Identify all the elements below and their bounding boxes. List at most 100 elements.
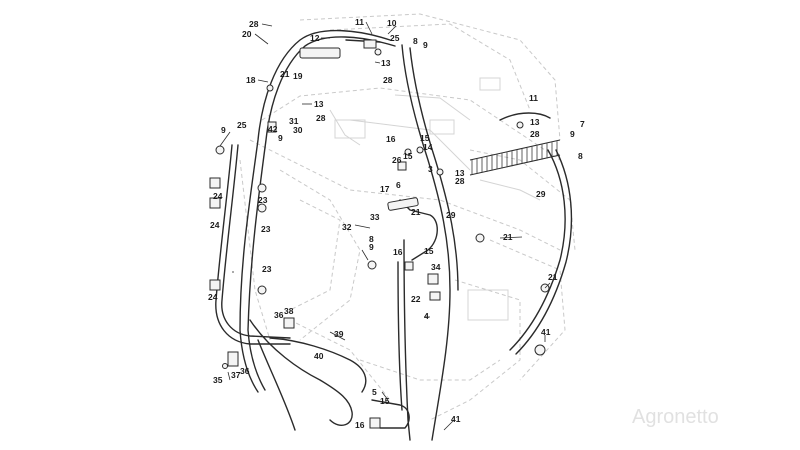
callout-24: 24	[210, 220, 220, 230]
fitting-15	[404, 261, 414, 271]
clip-9-left	[215, 145, 225, 155]
callout-6: 6	[396, 180, 401, 190]
callout-9: 9	[221, 125, 226, 135]
left-pillar-hose-2	[215, 144, 291, 345]
watermark-text: Agronetto	[632, 406, 719, 428]
callout-28: 28	[316, 113, 326, 123]
callout-20: 20	[242, 29, 252, 39]
callout-8: 8	[413, 36, 418, 46]
callout-8: 8	[578, 151, 583, 161]
bracket-12	[299, 47, 341, 59]
hose-routing	[215, 29, 573, 441]
fitting-16-center	[404, 148, 412, 156]
callout-33: 33	[370, 212, 380, 222]
clip-23-mid	[257, 203, 267, 213]
clip-38	[283, 317, 295, 329]
callout-9: 9	[278, 133, 283, 143]
callout-5: 5	[372, 387, 377, 397]
callout-28: 28	[249, 19, 259, 29]
clip-24-upper	[209, 177, 221, 189]
callout-12: 12	[310, 33, 320, 43]
callout-10: 10	[387, 18, 397, 28]
clips-and-fittings	[209, 39, 550, 429]
clip-19	[266, 84, 274, 92]
callout-21: 21	[548, 272, 558, 282]
callout-17: 17	[380, 184, 390, 194]
bottom-center-hose	[371, 399, 410, 429]
callout-13: 13	[455, 168, 465, 178]
callout-28: 28	[455, 176, 465, 186]
leader-lines	[219, 21, 551, 431]
fitting-16-bottom	[369, 417, 381, 429]
clip-9-mid	[367, 260, 377, 270]
fitting-25-top	[374, 48, 382, 56]
floor-return-hose	[269, 337, 367, 393]
callout-31: 31	[289, 116, 299, 126]
clip-24-mid	[209, 197, 221, 209]
callout-40: 40	[314, 351, 324, 361]
callout-29: 29	[536, 189, 546, 199]
clip-21-mid	[475, 233, 485, 243]
fitting-26	[397, 161, 407, 171]
middle-drop-hose	[399, 199, 438, 261]
callout-14: 14	[423, 142, 433, 152]
callout-30: 30	[293, 125, 303, 135]
middle-vertical-hose	[403, 239, 411, 441]
callout-29: 29	[446, 210, 456, 220]
cab-structure-outline	[239, 13, 576, 421]
callout-35: 35	[213, 375, 223, 385]
callout-41: 41	[541, 327, 551, 337]
fitting-22	[429, 291, 441, 301]
top-right-hose	[499, 112, 551, 121]
callout-36: 36	[240, 366, 250, 376]
callout-23: 23	[261, 224, 271, 234]
callout-11: 11	[355, 17, 364, 27]
callout-32: 32	[342, 222, 352, 232]
callout-13: 13	[381, 58, 391, 68]
fitting-34	[427, 273, 439, 285]
callout-25: 25	[237, 120, 247, 130]
callout-36: 36	[274, 310, 284, 320]
callout-15: 15	[380, 396, 390, 406]
callout-21: 21	[280, 69, 290, 79]
callout-18: 18	[246, 75, 256, 85]
callout-9: 9	[423, 40, 428, 50]
callout-3: 3	[428, 164, 433, 174]
right-pillar-hose-2	[515, 149, 573, 355]
callout-21: 21	[411, 207, 421, 217]
callout-16: 16	[386, 134, 396, 144]
callout-41: 41	[451, 414, 461, 424]
callout-9: 9	[369, 242, 374, 252]
clip-41-right	[534, 344, 546, 356]
callout-23: 23	[258, 195, 268, 205]
callout-28: 28	[530, 129, 540, 139]
floor-loop-hose	[249, 319, 353, 426]
fitting-42	[267, 121, 277, 133]
callout-13: 13	[530, 117, 540, 127]
callout-labels: 28 20 12 11 10 25 8 9 13 28 18 21 19 13 …	[208, 17, 585, 430]
fitting-14	[416, 146, 424, 154]
bracket-17	[387, 197, 419, 211]
callout-23: 23	[262, 264, 272, 274]
clip-24-lower	[209, 279, 221, 291]
callout-8: 8	[369, 234, 374, 244]
callout-28: 28	[383, 75, 393, 85]
callout-37: 37	[231, 370, 241, 380]
callout-15: 15	[420, 133, 430, 143]
callout-7: 7	[580, 119, 585, 129]
callout-25: 25	[390, 33, 400, 43]
callout-15: 15	[424, 246, 434, 256]
defrost-vent-grille	[469, 139, 561, 176]
fitting-10	[363, 39, 377, 49]
clip-23-upper	[257, 183, 267, 193]
callout-19: 19	[293, 71, 303, 81]
callout-4: 4	[424, 311, 429, 321]
callout-24: 24	[213, 191, 223, 201]
callout-22: 22	[411, 294, 421, 304]
callout-24: 24	[208, 292, 218, 302]
screw-35	[222, 363, 228, 369]
clip-11-right	[516, 121, 524, 129]
center-vertical-hose-2	[409, 47, 459, 291]
